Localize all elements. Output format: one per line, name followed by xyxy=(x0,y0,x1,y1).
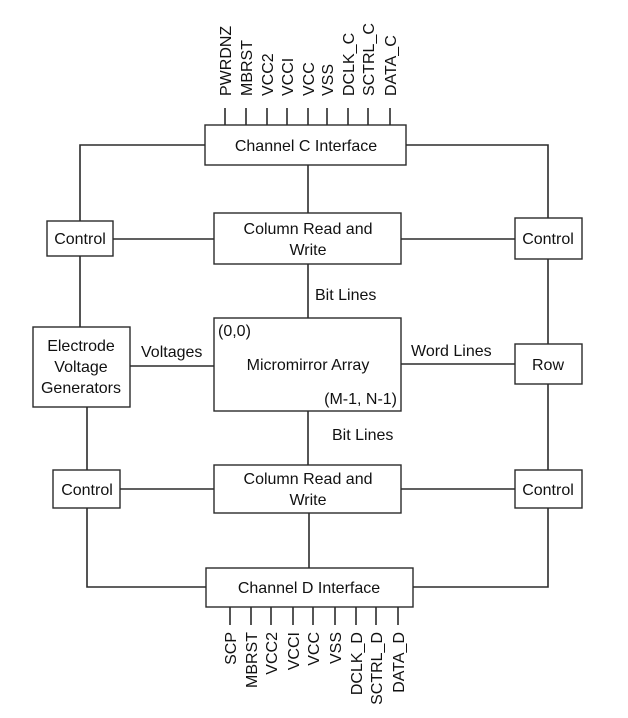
wire-chc-control-tr xyxy=(406,144,549,218)
bit-lines-bottom-label: Bit Lines xyxy=(332,427,393,444)
word-lines-label: Word Lines xyxy=(411,343,492,360)
pin-label: DCLK_D xyxy=(349,632,366,695)
pin-label: VSS xyxy=(328,632,345,664)
col-rw-bottom-line2: Write xyxy=(289,492,326,509)
pin-label: MBRST xyxy=(244,632,261,688)
electrode-line2: Voltage xyxy=(54,359,107,376)
wires xyxy=(79,144,549,588)
wire-control-bl-chd xyxy=(86,508,206,588)
pin-label: VCCI xyxy=(280,58,297,96)
control-top-right: Control xyxy=(514,217,583,260)
pin-label: SCP xyxy=(223,632,240,665)
control-bottom-right-label: Control xyxy=(522,482,574,499)
pin-label: SCTRL_D xyxy=(369,632,386,705)
electrode-line3: Generators xyxy=(41,380,121,397)
control-top-left: Control xyxy=(46,220,114,257)
pin-label: SCTRL_C xyxy=(361,23,378,96)
channel-d-interface: Channel D Interface xyxy=(205,567,414,608)
pin-label: DATA_D xyxy=(391,632,408,693)
wire-control-br-chd xyxy=(413,508,549,588)
array-label: Micromirror Array xyxy=(247,357,370,374)
control-bottom-right: Control xyxy=(514,469,583,509)
pin-label: VCC2 xyxy=(260,53,277,96)
col-rw-top-line2: Write xyxy=(289,242,326,259)
pin-label: VSS xyxy=(320,64,337,96)
row-label: Row xyxy=(532,357,564,374)
channel-c-label: Channel C Interface xyxy=(235,138,377,155)
channel-d-label: Channel D Interface xyxy=(238,580,380,597)
control-top-left-label: Control xyxy=(54,231,106,248)
col-rw-top-line1: Column Read and xyxy=(244,221,373,238)
micromirror-array: (0,0) Micromirror Array (M-1, N-1) xyxy=(213,317,402,412)
row-decoder: Row xyxy=(514,343,583,385)
electrode-voltage-generators: Electrode Voltage Generators xyxy=(32,326,131,408)
col-rw-bottom-line1: Column Read and xyxy=(244,471,373,488)
pin-label: DCLK_C xyxy=(341,33,358,96)
pin-label: PWRDNZ xyxy=(218,26,235,96)
pin-label: VCCI xyxy=(286,632,303,670)
control-bottom-left-label: Control xyxy=(61,482,113,499)
electrode-line1: Electrode xyxy=(47,338,115,355)
bit-lines-top-label: Bit Lines xyxy=(315,287,376,304)
control-top-right-label: Control xyxy=(522,231,574,248)
channel-c-interface: Channel C Interface xyxy=(204,124,407,166)
pin-label: MBRST xyxy=(239,40,256,96)
voltages-label: Voltages xyxy=(141,344,202,361)
pin-label: VCC2 xyxy=(264,632,281,675)
column-read-write-top: Column Read and Write xyxy=(213,212,402,265)
control-bottom-left: Control xyxy=(52,469,121,509)
column-read-write-bottom: Column Read and Write xyxy=(213,464,402,514)
array-end-label: (M-1, N-1) xyxy=(324,391,397,408)
pin-label: VCC xyxy=(301,62,318,96)
array-origin-label: (0,0) xyxy=(218,323,251,340)
pin-label: DATA_C xyxy=(383,35,400,96)
pin-label: VCC xyxy=(306,632,323,666)
wire-chc-control-tl xyxy=(79,144,205,221)
